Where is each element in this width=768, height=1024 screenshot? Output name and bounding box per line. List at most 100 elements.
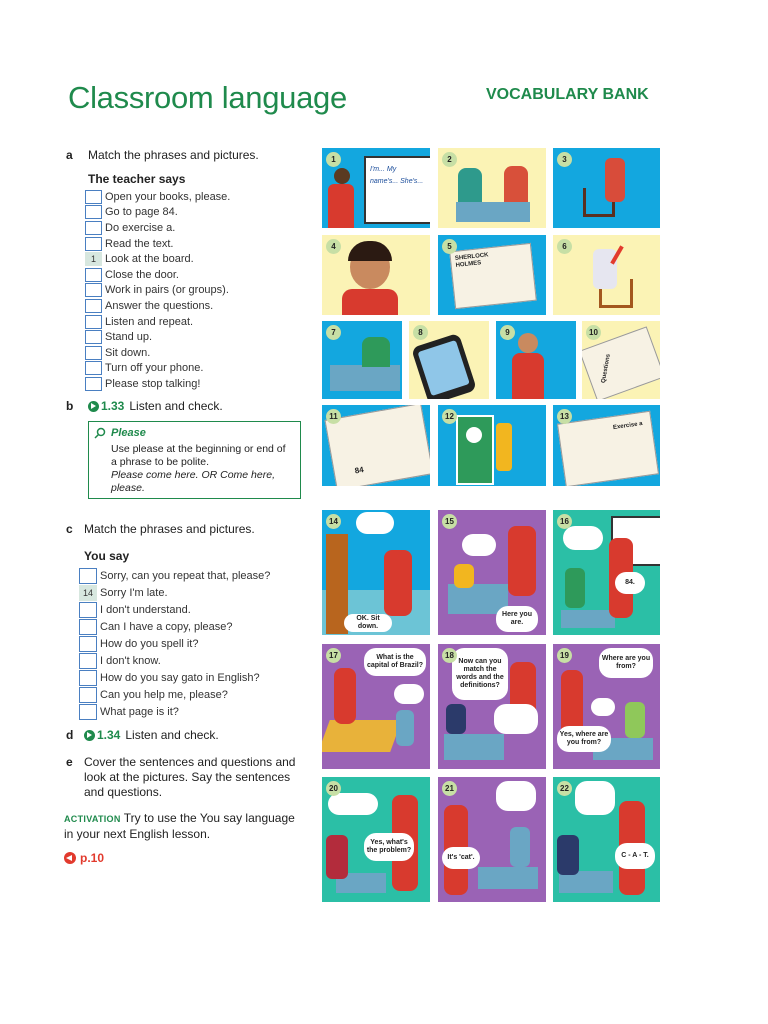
picture-20: Yes, what's the problem? 20 [322,777,430,902]
phrase-text: Turn off your phone. [105,362,204,375]
list-item: Can I have a copy, please? [79,618,270,635]
chair [599,279,633,308]
answer-box[interactable] [79,618,97,635]
phrase-text: Go to page 84. [105,206,178,219]
answer-box[interactable] [85,236,102,251]
answer-box[interactable] [79,601,97,618]
list-item: Sorry, can you repeat that, please? [79,567,270,584]
section-e-letter: e [66,755,73,769]
whiteboard: I'm... My name's... She's... [364,156,430,224]
answer-box[interactable] [85,330,102,345]
section-a-instruction: Match the phrases and pictures. [88,148,259,162]
activation-note: ACTIVATION Try to use the You say langua… [64,811,295,842]
answer-box[interactable] [85,376,102,391]
answer-box[interactable] [85,267,102,282]
teacher-body [328,184,354,228]
phrase-text: How do you say gato in English? [100,671,260,684]
phone [410,332,478,399]
hair [348,241,392,261]
section-label: VOCABULARY BANK [486,86,649,103]
answer-box[interactable] [85,361,102,376]
speech-bubble: Now can you match the words and the defi… [452,648,508,700]
picture-number: 15 [442,514,457,529]
shirt [342,289,398,315]
picture-number: 19 [557,648,572,663]
picture-18: Now can you match the words and the defi… [438,644,546,769]
empty-speech-bubble [494,704,538,734]
student [446,704,466,734]
answer-box[interactable]: 1 [85,252,102,267]
desk [448,584,508,614]
audio-track-134[interactable]: 1.34 Listen and check. [84,728,219,742]
phrase-text: I don't understand. [100,603,191,616]
speech-bubble: Yes, what's the problem? [364,833,414,861]
answer-box[interactable] [85,283,102,298]
whiteboard-text: I'm... My name's... She's... [370,166,424,185]
speech-bubble: Here you are. [496,606,538,632]
picture-11: 84 11 [322,405,430,486]
picture-number: 12 [442,409,457,424]
section-a-letter: a [66,148,73,162]
page-number-text: 84 [354,465,365,476]
picture-number: 2 [442,152,457,167]
answer-box[interactable] [85,189,102,204]
you-say-heading: You say [84,549,130,563]
audio-track-133[interactable]: 1.33 Listen and check. [88,399,223,413]
speaker-icon [84,729,95,741]
list-item: How do you say gato in English? [79,669,270,686]
picture-2: 2 [438,148,546,228]
picture-number: 7 [326,325,341,340]
empty-speech-bubble [328,793,378,815]
answer-box[interactable] [85,298,102,313]
list-item: Can you help me, please? [79,686,270,703]
picture-4: 4 [322,235,430,315]
list-item: Go to page 84. [85,205,230,221]
picture-number: 9 [500,325,515,340]
tip-line-1: Use please at the beginning or end of [111,443,286,455]
picture-1: I'm... My name's... She's... 1 [322,148,430,228]
answer-box[interactable] [79,669,97,686]
picture-10: Questions 10 [582,321,660,399]
book-heading: Exercise a [612,420,643,432]
picture-number: 6 [557,239,572,254]
answer-box[interactable] [85,220,102,235]
picture-number: 11 [326,409,341,424]
activation-line-1: Try to use the You say language [123,811,295,825]
phrase-text: Stand up. [105,331,153,344]
picture-number: 21 [442,781,457,796]
chair [583,188,615,217]
answer-box[interactable] [79,567,97,584]
empty-speech-bubble [563,526,603,550]
empty-speech-bubble [591,698,615,716]
tip-title: Please [111,427,146,439]
desk [478,867,538,889]
page-reference-link[interactable]: p.10 [64,851,104,865]
empty-speech-bubble [575,781,615,815]
phrase-text: Read the text. [105,237,174,250]
list-item: Sit down. [85,345,230,361]
answer-box[interactable] [85,314,102,329]
answer-box[interactable] [79,703,97,720]
picture-number: 13 [557,409,572,424]
teacher-head [334,168,350,184]
answer-box[interactable] [85,345,102,360]
picture-13: Exercise a 13 [553,405,660,486]
list-item: Read the text. [85,236,230,252]
answer-box[interactable] [85,205,102,220]
audio-code: 1.34 [97,728,121,742]
answer-box[interactable] [79,652,97,669]
picture-number: 22 [557,781,572,796]
answer-box[interactable] [79,635,97,652]
door-window [466,427,482,443]
desk [444,734,504,760]
picture-number: 17 [326,648,341,663]
answer-box[interactable] [79,686,97,703]
speech-bubble: OK. Sit down. [344,614,392,632]
answer-box[interactable]: 14 [79,584,97,601]
picture-19: Where are you from? Yes, where are you f… [553,644,660,769]
speech-bubble: Yes, where are you from? [557,726,611,752]
section-c-instruction: Match the phrases and pictures. [84,522,255,536]
student [510,827,530,867]
list-item: Work in pairs (or groups). [85,283,230,299]
